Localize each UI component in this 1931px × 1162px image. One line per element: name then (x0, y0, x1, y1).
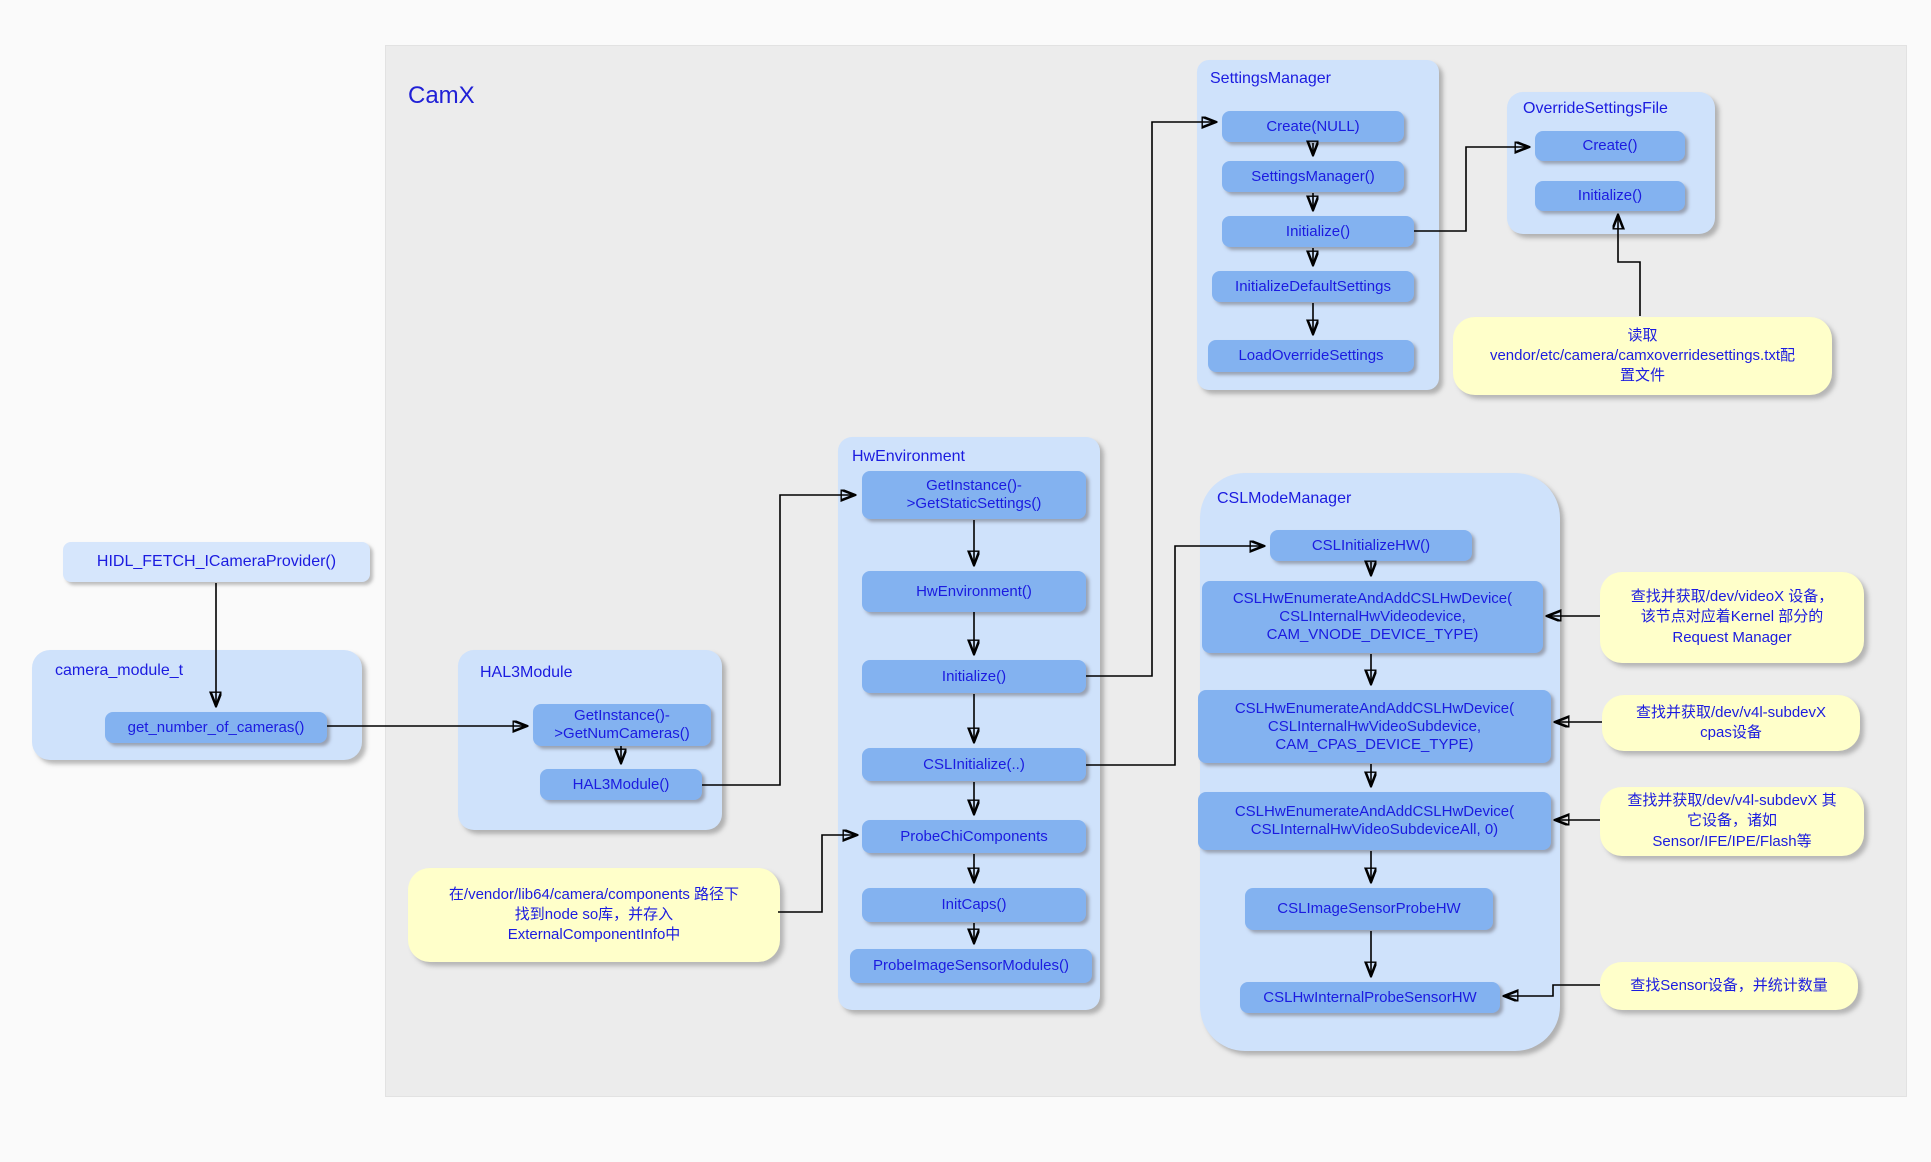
node-get-number-of-cameras: get_number_of_cameras() (105, 712, 327, 743)
container-hwenvironment (838, 437, 1100, 1010)
node-initializedefaultsettings: InitializeDefaultSettings (1212, 271, 1414, 302)
node-cslhwinternalprobesensorhw: CSLHwInternalProbeSensorHW (1240, 982, 1500, 1013)
node-override-initialize: Initialize() (1535, 181, 1685, 211)
note-overridesettings-file: 读取 vendor/etc/camera/camxoverridesetting… (1453, 317, 1832, 395)
container-title-camera-module-t: camera_module_t (55, 662, 184, 679)
node-hwenvironment-ctor: HwEnvironment() (862, 571, 1086, 612)
note-cpas-device: 查找并获取/dev/v4l-subdevX cpas设备 (1602, 695, 1860, 751)
node-cslinitializehw: CSLInitializeHW() (1270, 530, 1472, 561)
node-getinstance-getstaticsettings: GetInstance()- >GetStaticSettings() (862, 471, 1086, 519)
node-loadoverridesettings: LoadOverrideSettings (1208, 340, 1414, 372)
note-sensor-count: 查找Sensor设备，并统计数量 (1600, 962, 1858, 1010)
container-title-overridesettingsfile: OverrideSettingsFile (1523, 100, 1668, 117)
node-getinstance-getnumcameras: GetInstance()- >GetNumCameras() (533, 704, 711, 746)
node-hal3module-ctor: HAL3Module() (540, 769, 702, 800)
node-cslimagesensorprobehw: CSLImageSensorProbeHW (1245, 888, 1493, 930)
note-other-subdev: 查找并获取/dev/v4l-subdevX 其 它设备，诸如 Sensor/IF… (1600, 787, 1864, 856)
node-cslhwenumerate-subdevall: CSLHwEnumerateAndAddCSLHwDevice( CSLInte… (1198, 792, 1551, 850)
node-cslinitialize: CSLInitialize(..) (862, 748, 1086, 781)
node-hwenv-initialize: Initialize() (862, 660, 1086, 693)
node-probechicomponents: ProbeChiComponents (862, 820, 1086, 853)
note-external-components: 在/vendor/lib64/camera/components 路径下 找到n… (408, 868, 780, 962)
node-probeimagesensormodules: ProbeImageSensorModules() (850, 949, 1092, 983)
node-cslhwenumerate-cpas: CSLHwEnumerateAndAddCSLHwDevice( CSLInte… (1198, 690, 1551, 763)
container-title-hwenvironment: HwEnvironment (852, 448, 965, 465)
container-title-cslmodemanager: CSLModeManager (1217, 490, 1352, 507)
node-settings-create-null: Create(NULL) (1222, 111, 1404, 142)
node-settingsmanager-ctor: SettingsManager() (1222, 161, 1404, 192)
node-hidl-fetch-icameraprovider: HIDL_FETCH_ICameraProvider() (63, 542, 370, 582)
container-title-settingsmanager: SettingsManager (1210, 70, 1331, 87)
node-initcaps: InitCaps() (862, 888, 1086, 922)
node-settings-initialize: Initialize() (1222, 216, 1414, 247)
container-title-hal3module: HAL3Module (480, 664, 573, 681)
node-cslhwenumerate-vnode: CSLHwEnumerateAndAddCSLHwDevice( CSLInte… (1202, 581, 1543, 653)
node-override-create: Create() (1535, 131, 1685, 161)
note-video-node: 查找并获取/dev/videoX 设备， 该节点对应着Kernel 部分的 Re… (1600, 572, 1864, 663)
diagram-title: CamX (408, 82, 475, 109)
